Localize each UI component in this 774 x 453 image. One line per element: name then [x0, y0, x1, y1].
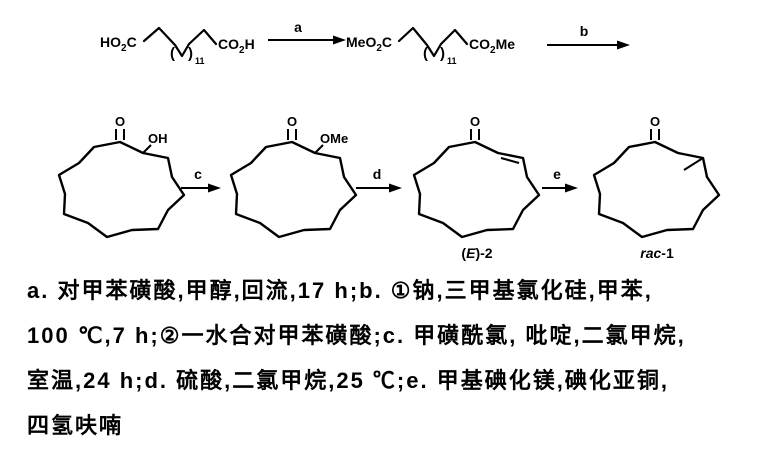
- diester-paren-open: (: [423, 45, 428, 62]
- macrocycle-ring: [592, 140, 721, 239]
- diester-left-formula: MeO2C: [346, 34, 392, 54]
- hydroxyl-bond: [142, 144, 152, 154]
- diacid-paren-close: ): [188, 45, 193, 62]
- compound-label-e2: (E)-2: [461, 245, 492, 261]
- step-label-a: a: [294, 19, 302, 35]
- diester-repeat-subscript: 11: [447, 56, 457, 66]
- alkene-double-bond: [500, 157, 520, 164]
- step-label-c: c: [194, 166, 202, 182]
- step-label-b: b: [580, 23, 589, 39]
- carbonyl-oxygen-label: O: [287, 114, 297, 129]
- diacid-structure: HO2C ( ) 11 CO2H: [100, 26, 255, 66]
- macrocycle-ring: [412, 140, 541, 239]
- diacid-left-formula: HO2C: [100, 34, 137, 54]
- step-label-d: d: [373, 166, 382, 182]
- macrocycle-ring: [229, 140, 358, 239]
- diester-chain-bond: [397, 26, 469, 58]
- conditions-line-2: 100 ℃,7 h;②一水合对甲苯磺酸;c. 甲磺酰氯, 吡啶,二氯甲烷,: [27, 323, 686, 348]
- reaction-arrow-c: c: [181, 166, 221, 193]
- diester-paren-close: ): [440, 45, 445, 62]
- diacid-chain-bond: [142, 26, 218, 58]
- arrow-d-head-icon: [389, 183, 402, 193]
- ring-methyl-ketone: O rac-1: [592, 114, 721, 261]
- ring-hydroxy-ketone: O OH: [57, 114, 186, 239]
- diacid-paren-open: (: [170, 45, 175, 62]
- compound-label-rac1: rac-1: [640, 245, 674, 261]
- arrow-b-head-icon: [617, 40, 630, 50]
- carbonyl-oxygen-label: O: [650, 114, 660, 129]
- conditions-line-4: 四氢呋喃: [27, 413, 124, 438]
- ring-enone: O (E)-2: [412, 114, 541, 261]
- step-label-e: e: [553, 166, 561, 182]
- reaction-arrow-b: b: [547, 23, 630, 50]
- conditions-text: a. 对甲苯磺酸,甲醇,回流,17 h;b. ①钠,三甲基氯化硅,甲苯, 100…: [27, 268, 767, 448]
- ring-methoxy-ketone: O OMe: [229, 114, 358, 239]
- scheme-svg: HO2C ( ) 11 CO2H a MeO2C ( ) 11 CO2Me b: [57, 19, 721, 261]
- arrow-e-head-icon: [565, 183, 578, 193]
- diacid-right-formula: CO2H: [218, 36, 255, 56]
- conditions-line-1: a. 对甲苯磺酸,甲醇,回流,17 h;b. ①钠,三甲基氯化硅,甲苯,: [27, 278, 653, 303]
- reaction-arrow-e: e: [542, 166, 578, 193]
- carbonyl-oxygen-label: O: [115, 114, 125, 129]
- methyl-bond: [683, 157, 704, 171]
- arrow-a-head-icon: [333, 35, 346, 45]
- diester-right-formula: CO2Me: [469, 36, 515, 56]
- diester-structure: MeO2C ( ) 11 CO2Me: [346, 26, 515, 66]
- methoxy-label: OMe: [320, 131, 348, 146]
- carbonyl-oxygen-label: O: [470, 114, 480, 129]
- methoxy-bond: [314, 144, 324, 154]
- hydroxyl-label: OH: [148, 131, 168, 146]
- macrocycle-ring: [57, 140, 186, 239]
- conditions-line-3: 室温,24 h;d. 硫酸,二氯甲烷,25 ℃;e. 甲基碘化镁,碘化亚铜,: [27, 368, 669, 393]
- diacid-repeat-subscript: 11: [195, 56, 205, 66]
- reaction-arrow-d: d: [356, 166, 402, 193]
- reaction-arrow-a: a: [268, 19, 346, 45]
- arrow-c-head-icon: [208, 183, 221, 193]
